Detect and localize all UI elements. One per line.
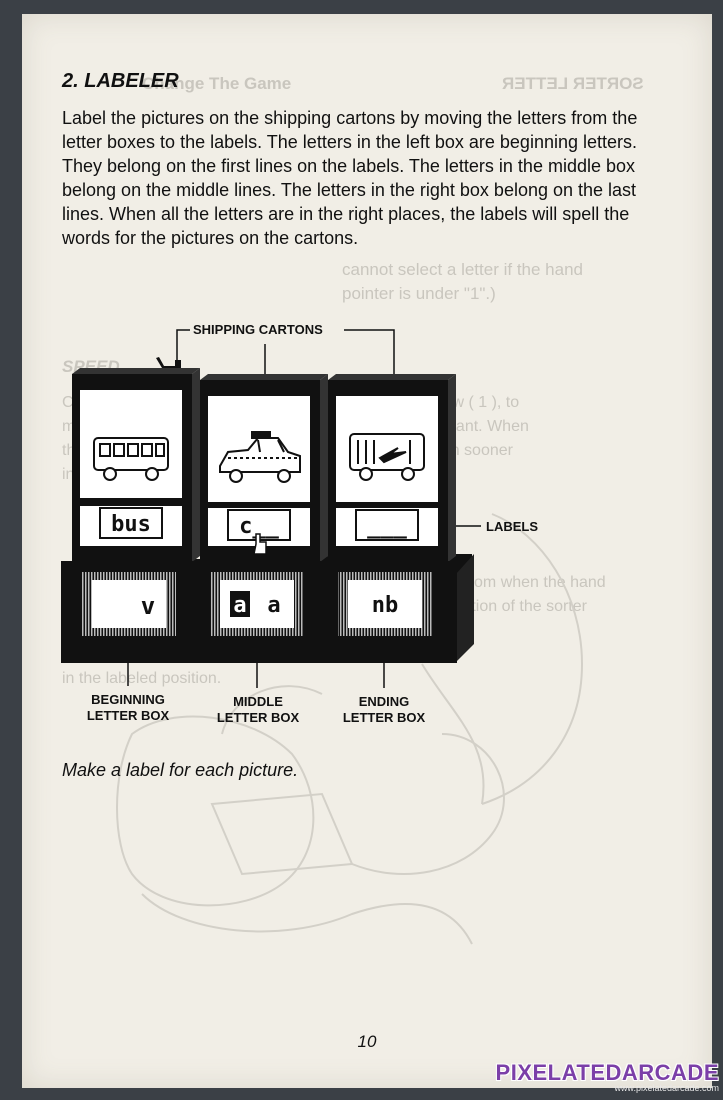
shipping-cartons-callout: SHIPPING CARTONS [193,322,323,337]
beginning-callout-line1: BEGINNING [91,692,165,707]
labels-callout: LABELS [486,519,538,534]
taxi-car-icon [219,431,301,483]
diagram-caption: Make a label for each picture. [62,760,299,780]
beginning-letter: v [141,592,155,620]
beginning-callout-line2: LETTER BOX [86,708,170,723]
middle-letter: a [267,593,280,618]
beginning-letter-box-callout: BEGINNING LETTER BOX [78,692,178,724]
instructions-paragraph: Label the pictures on the shipping carto… [62,108,638,248]
middle-callout-line2: LETTER BOX [216,710,300,725]
middle-callout-line1: MIDDLE [233,694,283,709]
middle-letter-box-callout: MIDDLE LETTER BOX [208,694,308,726]
bus-icon [93,437,169,481]
ending-letters: nb [372,593,399,618]
bleed-through-illustration [116,513,584,945]
manual-page: SORTER LETTER Change The Game cannot sel… [22,14,712,1088]
carton-3-label-text: ___ [367,514,407,539]
beginning-letter-box: v [82,572,176,636]
watermark-url: www.pixelatedarcade.com [614,1083,719,1093]
watermark-name: PIXELATEDARCADE [495,1060,719,1085]
hand-pointer-icon [253,533,267,555]
ending-callout-line2: LETTER BOX [342,710,426,725]
carton-1-label-text: bus [111,512,151,537]
middle-letter-selected: a [233,593,246,618]
ending-callout-line1: ENDING [358,694,410,709]
ending-letter-box: nb [338,572,432,636]
van-icon [349,433,425,481]
carton-3-label: ___ [355,509,419,541]
labeler-game-diagram: bus c__ ___ [61,329,481,688]
section-heading: 2. LABELER [62,70,179,92]
letter-box-leaders [127,662,385,688]
ending-letter-box-callout: ENDING LETTER BOX [334,694,434,726]
page-number: 10 [357,1032,377,1051]
watermark: PIXELATEDARCADE www.pixelatedarcade.com [496,1060,719,1093]
middle-letter-box: a a [210,572,304,636]
carton-1-label: bus [99,507,163,539]
